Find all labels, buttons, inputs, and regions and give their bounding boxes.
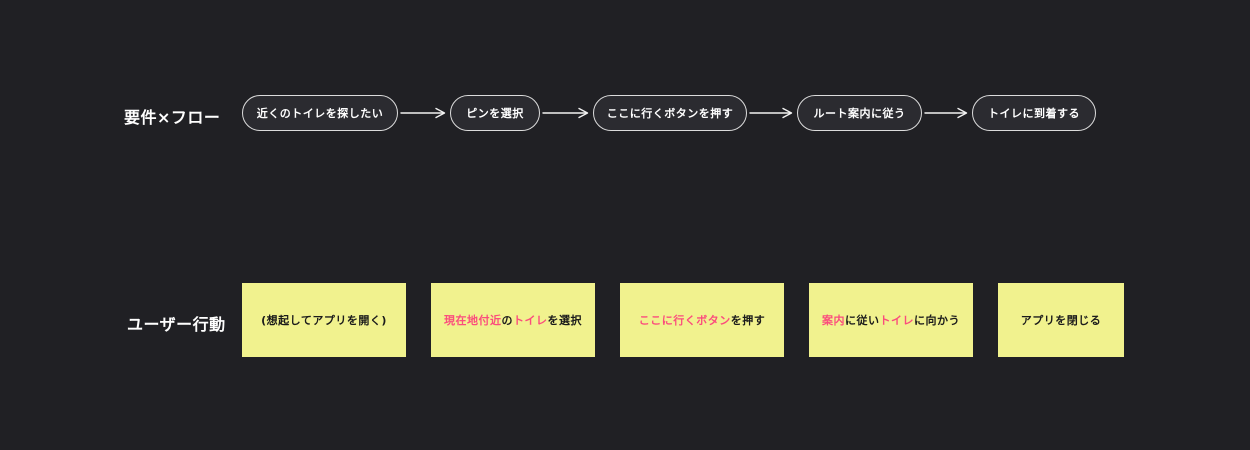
user-action-card-2[interactable]: 現在地付近のトイレを選択: [431, 283, 595, 357]
card-text: の: [501, 314, 513, 327]
user-action-card-4[interactable]: 案内に従いトイレに向かう: [809, 283, 973, 357]
card-text-highlight: 案内: [822, 314, 845, 327]
card-text: を押す: [730, 314, 766, 327]
flow-row-label: 要件×フロー: [124, 108, 221, 127]
flow-arrow-icon: [400, 107, 446, 119]
flow-step-pill-3[interactable]: ここに行くボタンを押す: [593, 95, 747, 131]
action-row-label: ユーザー行動: [127, 315, 226, 334]
flow-step-pill-4[interactable]: ルート案内に従う: [797, 95, 922, 131]
user-action-card-1[interactable]: (想起してアプリを開く): [242, 283, 406, 357]
flow-step-label: ここに行くボタンを押す: [606, 107, 734, 120]
flow-step-pill-2[interactable]: ピンを選択: [450, 95, 540, 131]
card-text-highlight: ここに行くボタン: [638, 314, 731, 327]
flow-row: 近くのトイレを探したい ピンを選択 ここに行くボタンを押す ルート案内に従う ト…: [242, 95, 1096, 131]
card-text: (想起してアプリを開く): [261, 314, 387, 327]
user-action-card-5[interactable]: アプリを閉じる: [998, 283, 1124, 357]
card-text-highlight: トイレ: [513, 314, 548, 327]
flow-step-label: ルート案内に従う: [813, 107, 906, 120]
card-text-highlight: トイレ: [879, 314, 914, 327]
flow-step-label: ピンを選択: [466, 107, 524, 120]
action-row: (想起してアプリを開く) 現在地付近のトイレを選択 ここに行くボタンを押す 案内…: [242, 283, 1124, 357]
card-text: アプリを閉じる: [1020, 314, 1102, 327]
flow-step-label: 近くのトイレを探したい: [256, 107, 384, 120]
flow-step-pill-5[interactable]: トイレに到着する: [972, 95, 1096, 131]
flow-arrow-icon: [924, 107, 968, 119]
card-text: に向かう: [914, 314, 960, 327]
card-text: に従い: [845, 314, 880, 327]
card-text: を選択: [547, 314, 582, 327]
flow-step-label: トイレに到着する: [988, 107, 1080, 120]
flow-arrow-icon: [542, 107, 589, 119]
flow-step-pill-1[interactable]: 近くのトイレを探したい: [242, 95, 398, 131]
flow-arrow-icon: [749, 107, 793, 119]
user-action-card-3[interactable]: ここに行くボタンを押す: [620, 283, 784, 357]
card-text-highlight: 現在地付近: [444, 314, 502, 327]
